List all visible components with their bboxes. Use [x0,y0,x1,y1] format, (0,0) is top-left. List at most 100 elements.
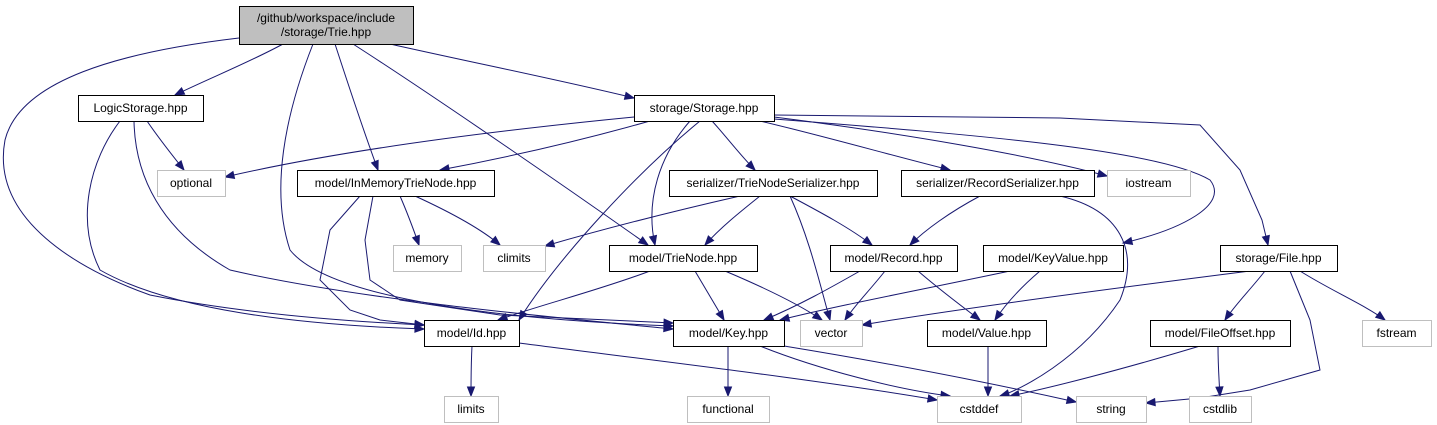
edge-line [994,270,1041,321]
edge-arrowhead [466,386,476,398]
edge-line [711,120,756,171]
node-label: cstddef [960,402,999,416]
edge-line [414,195,501,246]
node-box [927,320,1047,347]
node-trienode[interactable]: model/TrieNode.hpp [609,245,758,272]
node-label: /github/workspace/include [257,11,395,25]
node-storage[interactable]: storage/Storage.hpp [634,95,775,122]
edge-file-to-fstream [1299,270,1387,321]
edge-arrowhead [909,235,920,246]
node-cstddef: cstddef [937,396,1022,423]
node-label: model/TrieNode.hpp [629,251,738,265]
node-label: model/InMemoryTrieNode.hpp [315,176,477,190]
edge-arrowhead [861,235,874,246]
edge-recser-to-cstddef [998,195,1128,398]
edge-trie-to-storage [389,43,636,100]
edge-line [439,120,651,171]
edge-line [759,345,951,397]
edge-arrowhead [823,309,832,322]
node-key[interactable]: model/Key.hpp [673,320,785,347]
node-climits: climits [483,245,546,272]
node-recser[interactable]: serializer/RecordSerializer.hpp [901,170,1095,197]
edge-value-to-cstddef [983,346,993,398]
node-optional: optional [157,170,226,197]
edge-arrowhead [223,170,236,179]
edge-arrowhead [648,234,658,247]
node-box [1076,396,1147,423]
edge-trie-to-trienode [352,43,650,246]
node-box [983,245,1124,272]
edge-arrowhead [518,309,528,322]
node-inmemory[interactable]: model/InMemoryTrieNode.hpp [297,170,495,197]
node-box [901,170,1095,197]
node-box [1362,320,1432,347]
edge-file-to-vector [860,270,1251,328]
edge-line [773,116,1108,177]
node-box [78,95,204,122]
edge-line [773,118,1215,244]
edge-arrowhead [704,235,715,247]
edge-storage-to-tnser [711,120,756,171]
node-label: climits [497,251,530,265]
edge-arrowhead [762,312,775,321]
edges-layer [2,37,1387,407]
edge-arrowhead [411,234,420,247]
node-label: limits [457,402,484,416]
node-label: string [1096,402,1125,416]
edge-tnser-to-climits [543,195,741,248]
edge-storage-to-inmemory [438,120,651,173]
edge-key-to-functional [723,346,733,398]
node-label: /storage/Trie.hpp [281,25,372,39]
edge-storage-to-file [773,114,1270,247]
edge-line [174,43,284,96]
edge-line [917,270,981,321]
edge-line [389,43,635,99]
node-trie[interactable]: /github/workspace/include/storage/Trie.h… [239,6,414,45]
edge-arrowhead [1374,310,1387,321]
node-functional: functional [687,396,770,423]
edge-line [1009,345,1201,397]
edge-logicstorage-to-key [133,120,675,333]
edge-line [861,270,1251,326]
edge-tnser-to-record [789,195,874,246]
node-file[interactable]: storage/File.hpp [1220,245,1338,272]
node-label: model/Record.hpp [844,251,942,265]
edge-arrowhead [663,318,675,327]
node-keyvalue[interactable]: model/KeyValue.hpp [983,245,1124,272]
node-logicstorage[interactable]: LogicStorage.hpp [78,95,204,122]
edge-id-to-limits [466,345,476,398]
node-tnser[interactable]: serializer/TrieNodeSerializer.hpp [669,170,878,197]
edge-recser-to-record [909,195,981,246]
edge-tnser-to-vector [789,195,832,322]
node-fileoffset[interactable]: model/FileOffset.hpp [1150,320,1291,347]
edge-line [763,270,861,321]
node-label: serializer/TrieNodeSerializer.hpp [687,176,860,190]
edge-trienode-to-vector [724,270,824,321]
node-record[interactable]: model/Record.hpp [830,245,958,272]
node-box [444,396,499,423]
edge-storage-to-trienode [648,120,691,247]
node-box [424,320,520,347]
node-box [634,95,775,122]
edge-fileoffset-to-cstdlib [1215,345,1224,398]
node-box [239,6,414,45]
edge-record-to-key [762,270,861,321]
edge-arrowhead [860,319,873,328]
node-id[interactable]: model/Id.hpp [424,320,520,347]
edge-line [352,43,649,246]
node-label: model/Value.hpp [942,326,1032,340]
edge-line [651,120,691,246]
edge-line [759,120,951,171]
node-value[interactable]: model/Value.hpp [927,320,1047,347]
node-box [1220,245,1338,272]
node-box [830,245,958,272]
edge-line [773,114,1269,246]
edge-arrowhead [637,236,650,246]
node-box [157,170,226,197]
edge-arrowhead [414,319,426,329]
edge-trie-to-logicstorage [173,43,284,96]
edge-arrowhead [490,235,502,246]
edge-line [724,270,823,321]
edge-arrowhead [994,309,1004,322]
node-box [483,245,546,272]
